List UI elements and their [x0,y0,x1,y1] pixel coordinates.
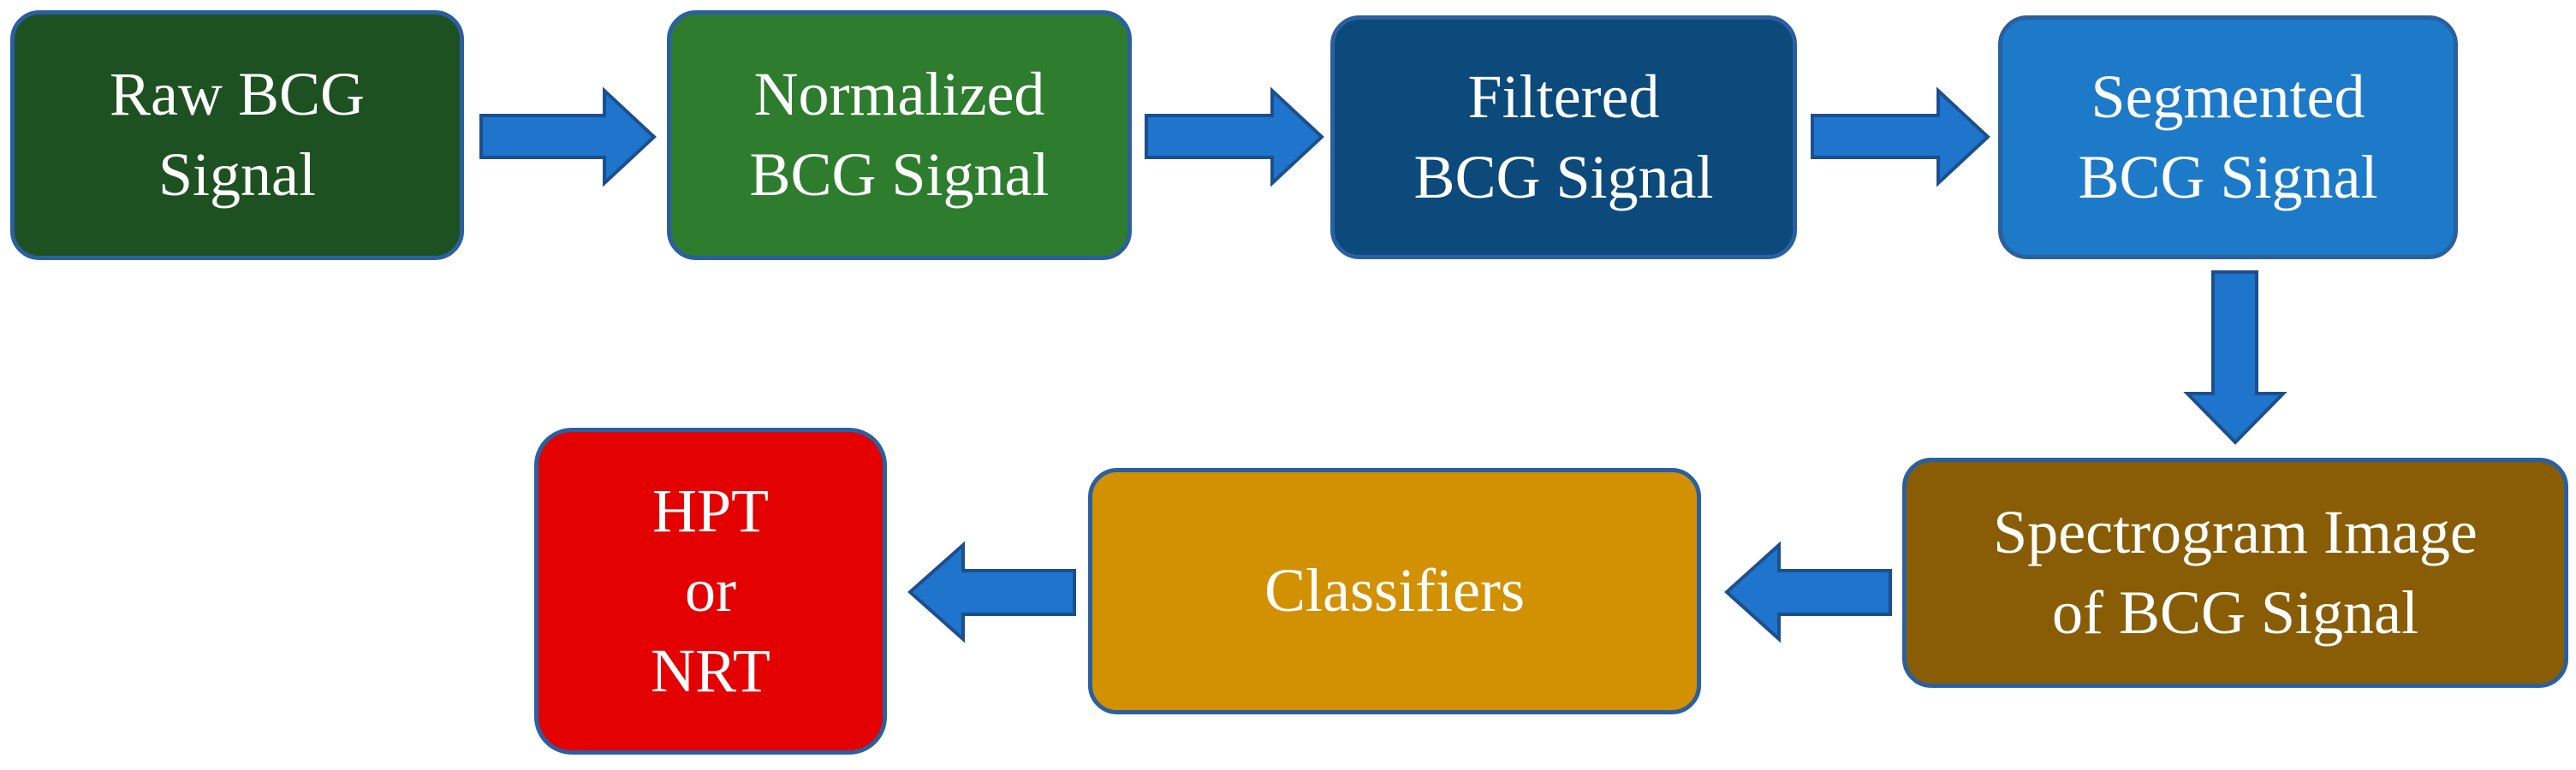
arrow-segmented-to-spectrogram [2183,270,2287,445]
arrow-raw-to-normalized [479,86,657,187]
node-filtered-bcg-signal: Filtered BCG Signal [1330,15,1797,259]
node-classifiers: Classifiers [1088,468,1701,714]
node-normalized-bcg-signal-label: Normalized BCG Signal [749,60,1050,209]
arrow-classifiers-to-result [907,541,1076,643]
node-normalized-bcg-signal: Normalized BCG Signal [667,10,1132,260]
node-segmented-bcg-signal: Segmented BCG Signal [1998,15,2458,259]
node-spectrogram-image-label: Spectrogram Image of BCG Signal [1993,497,2478,647]
node-classifiers-label: Classifiers [1264,556,1525,625]
arrow-spectrogram-to-classifiers [1724,541,1892,643]
node-segmented-bcg-signal-label: Segmented BCG Signal [2078,62,2378,211]
node-hpt-or-nrt-label: HPT or NRT [651,476,770,705]
arrow-filtered-to-segmented [1811,86,1990,187]
node-filtered-bcg-signal-label: Filtered BCG Signal [1413,62,1714,211]
arrow-normalized-to-filtered [1145,86,1324,187]
node-raw-bcg-signal-label: Raw BCG Signal [109,60,366,209]
node-raw-bcg-signal: Raw BCG Signal [10,10,464,260]
node-hpt-or-nrt: HPT or NRT [534,428,887,755]
node-spectrogram-image: Spectrogram Image of BCG Signal [1902,458,2568,688]
